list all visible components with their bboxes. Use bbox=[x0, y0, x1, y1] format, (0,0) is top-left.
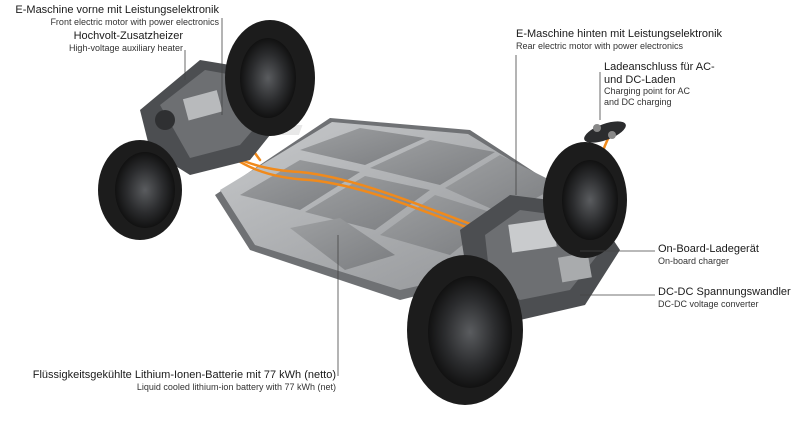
onboard-charger-label-de: On-Board-Ladegerät bbox=[658, 243, 759, 255]
battery-label-en: Liquid cooled lithium-ion battery with 7… bbox=[136, 381, 336, 392]
battery-module bbox=[290, 218, 395, 270]
charge-port-label-de-2: und DC-Laden bbox=[604, 73, 676, 86]
dcdc-label-de: DC-DC Spannungswandler bbox=[658, 286, 791, 298]
callout-charge-port: Ladeanschluss für AC- und DC-Laden Charg… bbox=[604, 61, 715, 107]
callout-heater: Hochvolt-Zusatzheizer High-voltage auxil… bbox=[69, 30, 183, 53]
leader-lines bbox=[184, 18, 655, 376]
battery-module bbox=[370, 140, 495, 185]
charge-port bbox=[584, 121, 626, 143]
callout-rear-motor: E-Maschine hinten mit Leistungselektroni… bbox=[516, 28, 722, 51]
battery-module bbox=[305, 176, 430, 230]
charge-port-label-de-1: Ladeanschluss für AC- bbox=[604, 61, 715, 73]
onboard-charger-label-en: On-board charger bbox=[658, 255, 730, 266]
charge-port-label-en-2: and DC charging bbox=[604, 96, 672, 107]
battery-label-de: Flüssigkeitsgekühlte Lithium-Ionen-Batte… bbox=[32, 369, 336, 381]
charge-port-label-en-1: Charging point for AC bbox=[604, 86, 691, 97]
dcdc-label-en: DC-DC voltage converter bbox=[658, 298, 759, 309]
front-motor-label-en: Front electric motor with power electron… bbox=[50, 16, 219, 27]
dcdc-unit bbox=[557, 252, 592, 283]
rear-motor-label-en: Rear electric motor with power electroni… bbox=[516, 40, 684, 51]
heater-label-en: High-voltage auxiliary heater bbox=[68, 42, 183, 53]
callout-front-motor: E-Maschine vorne mit Leistungselektronik… bbox=[15, 4, 219, 27]
battery-module bbox=[300, 128, 425, 165]
wheel-rear-right bbox=[543, 142, 627, 258]
heater-label-de: Hochvolt-Zusatzheizer bbox=[73, 30, 183, 42]
wheel-rear-left bbox=[407, 255, 523, 405]
battery-module bbox=[380, 195, 500, 255]
wheel-front-right bbox=[225, 20, 315, 136]
callout-dcdc: DC-DC Spannungswandler DC-DC voltage con… bbox=[658, 286, 791, 309]
callout-onboard-charger: On-Board-Ladegerät On-board charger bbox=[658, 243, 759, 266]
battery-module bbox=[240, 160, 360, 210]
rear-motor-label-de: E-Maschine hinten mit Leistungselektroni… bbox=[516, 28, 723, 40]
wheel-front-left bbox=[98, 140, 182, 240]
callout-battery: Flüssigkeitsgekühlte Lithium-Ionen-Batte… bbox=[33, 369, 336, 392]
onboard-charger-unit bbox=[508, 218, 557, 253]
front-motor-label-de: E-Maschine vorne mit Leistungselektronik bbox=[15, 4, 219, 16]
